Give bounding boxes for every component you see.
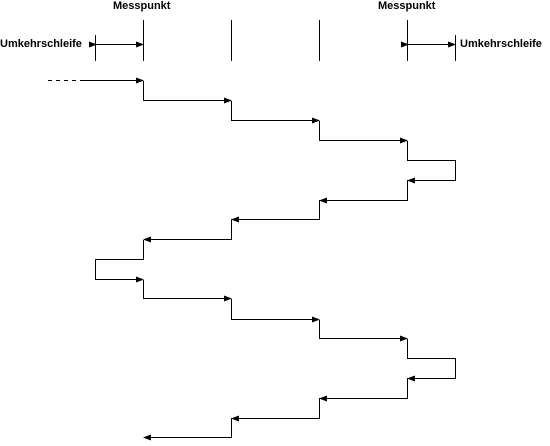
- path-segment: [143, 81, 232, 104]
- reference-lines: [95, 20, 456, 61]
- umkehrschleife-label-left: Umkehrschleife: [0, 38, 82, 50]
- messpunkt-label-left: Messpunkt: [113, 0, 171, 12]
- path-segment: [231, 200, 320, 223]
- path-segment: [231, 398, 320, 422]
- path-segment: [143, 418, 232, 441]
- path-segment: [319, 378, 408, 402]
- path-segment: [143, 219, 232, 243]
- measurement-path: [84, 77, 456, 441]
- umkehrschleife-label-right: Umkehrschleife: [460, 38, 542, 50]
- path-segment: [231, 299, 320, 323]
- path-segment: [143, 280, 232, 302]
- path-segment: [319, 320, 408, 342]
- reversal-loop-right: [407, 141, 456, 184]
- path-segment: [231, 101, 320, 124]
- path-segment: [319, 180, 408, 204]
- path-segment: [319, 121, 408, 144]
- messpunkt-label-right: Messpunkt: [378, 0, 436, 12]
- reversal-loop-left: [95, 240, 144, 283]
- reversal-loop-right: [407, 339, 456, 382]
